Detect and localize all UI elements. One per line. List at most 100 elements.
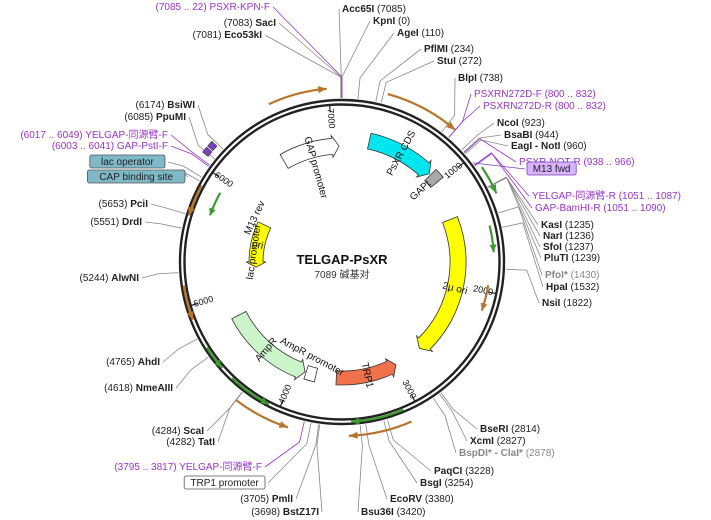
feature-gapt — [424, 168, 444, 189]
site-label-xcmi: XcmI (2827) — [470, 436, 526, 447]
site-position: (938 .. 966) — [583, 157, 634, 168]
tick-mark — [488, 291, 496, 295]
site-label-nsii: NsiI (1822) — [542, 298, 592, 309]
site-position: (1236) — [565, 231, 594, 242]
leader-line — [141, 272, 179, 279]
orf-arrow-orange-head — [186, 311, 194, 320]
site-label-paqci: PaqCI (3228) — [434, 466, 494, 477]
site-name: StuI — [437, 56, 456, 67]
site-label-bsgi: BsgI (3254) — [420, 478, 473, 489]
leader-line — [463, 134, 502, 153]
site-label-saci: (7083) SacI — [224, 18, 276, 29]
site-name: EcoRV — [390, 494, 422, 505]
site-label-kpni: KpnI (0) — [373, 16, 410, 27]
site-name: GAP-PstI-F — [117, 141, 168, 152]
leader-line — [170, 145, 210, 167]
site-label-pmli: (3705) PmlI — [240, 494, 293, 505]
site-text: PfoI* (1430) — [545, 270, 599, 281]
site-position: (2878) — [526, 448, 555, 459]
site-name: SacI — [255, 18, 276, 29]
orf-arrow-orange — [387, 93, 457, 131]
site-label-psxr-kpn-f: (7085 .. 22) PSXR-KPN-F — [156, 2, 271, 13]
m13-fwd-tag-text: M13 fwd — [533, 164, 571, 175]
site-text: GAP-BamHI-R (1051 .. 1090) — [535, 203, 666, 214]
site-position: (4765) — [106, 357, 135, 368]
site-position: (6174) — [136, 100, 165, 111]
tick-label: 5000 — [192, 294, 214, 309]
site-text: HpaI (1532) — [546, 282, 599, 293]
leader-line — [487, 176, 539, 226]
site-text: (3698) BstZ17I — [251, 507, 319, 518]
tick-label: 2000 — [472, 283, 494, 297]
site-text: KpnI (0) — [373, 16, 410, 27]
leader-line — [267, 422, 312, 484]
site-name: TatI — [198, 437, 215, 448]
site-position: (2827) — [497, 436, 526, 447]
feature-tag-box — [87, 169, 186, 184]
site-name: Acc65I — [342, 4, 374, 15]
site-text: (5551) DrdI — [90, 217, 142, 228]
site-name: BlpI — [458, 73, 477, 84]
site-label-yelgap-f: (6017 .. 6049) YELGAP-同源臂-F — [20, 128, 168, 141]
site-name: AlwNI — [111, 273, 139, 284]
feature-trp1 — [335, 357, 397, 386]
site-text: (5244) AlwNI — [80, 273, 140, 284]
leader-line — [170, 134, 210, 166]
site-position: (1430) — [571, 270, 600, 281]
leader-line — [387, 419, 432, 472]
site-label-kasi: KasI (1235) — [541, 220, 594, 231]
site-position: (272) — [459, 56, 482, 67]
site-position: (1239) — [571, 253, 600, 264]
site-name: ScaI — [183, 426, 204, 437]
tick-label: 1000 — [442, 160, 464, 180]
site-text: (3795 .. 3817) YELGAP-同源臂-F — [114, 460, 262, 473]
site-label-trp1-promoter: TRP1 promoter — [183, 475, 266, 490]
site-name: PSXRN272D-F — [474, 89, 542, 100]
site-name: PluTI — [544, 253, 569, 264]
plasmid-title: TELGAP-PsXR — [296, 252, 388, 267]
tick-mark — [279, 399, 284, 407]
site-text: BsaBI (944) — [504, 130, 559, 141]
orf-arrow-green-head — [209, 207, 216, 216]
leader-line — [505, 268, 540, 304]
site-label-agei: AgeI (110) — [397, 28, 444, 39]
site-text: PluTI (1239) — [544, 253, 600, 264]
leader-line — [440, 392, 478, 430]
leader-line — [357, 32, 395, 99]
site-text: Acc65I (7085) — [342, 4, 406, 15]
site-position: (3254) — [444, 478, 473, 489]
leader-line — [487, 177, 542, 259]
site-name: Bsu36I — [361, 507, 394, 518]
site-label-ecorv: EcoRV (3380) — [390, 494, 454, 505]
site-name: HpaI — [546, 282, 568, 293]
feature-ampr — [231, 310, 306, 381]
site-name: BsgI — [420, 478, 442, 489]
site-label-lac-operator: lac operator — [89, 154, 166, 169]
site-name: PfoI* — [545, 270, 568, 281]
site-text: BspDI* - ClaI* (2878) — [459, 448, 555, 459]
site-label-yelgap-r: YELGAP-同源臂-R (1051 .. 1087) — [532, 189, 681, 202]
site-text: (5653) PciI — [99, 199, 149, 210]
site-position: (4618) — [104, 383, 133, 394]
site-name: DrdI — [122, 217, 142, 228]
site-name: PciI — [130, 199, 148, 210]
site-text: PSXRN272D-F (800 .. 832) — [474, 89, 596, 100]
site-label-nari: NarI (1236) — [543, 231, 594, 242]
site-name: NarI — [543, 231, 563, 242]
site-name: PflMI — [424, 44, 448, 55]
site-labels: Acc65I (7085)KpnI (0)AgeI (110)PflMI (23… — [20, 2, 681, 518]
site-text: (4282) TatI — [166, 437, 215, 448]
site-text: NarI (1236) — [543, 231, 594, 242]
site-text: (7081) Eco53kI — [193, 30, 263, 41]
leader-line — [474, 152, 530, 197]
leader-line — [264, 421, 305, 468]
orf-arrow-orange-head — [480, 302, 488, 311]
feature-gap-promoter — [279, 134, 340, 169]
site-label-bspdi-clai: BspDI* - ClaI* (2878) — [459, 448, 555, 459]
leader-line — [465, 139, 509, 155]
site-name: NcoI — [497, 118, 519, 129]
site-text: AgeI (110) — [397, 28, 444, 39]
tick-mark — [411, 394, 416, 402]
leader-line — [464, 138, 517, 163]
